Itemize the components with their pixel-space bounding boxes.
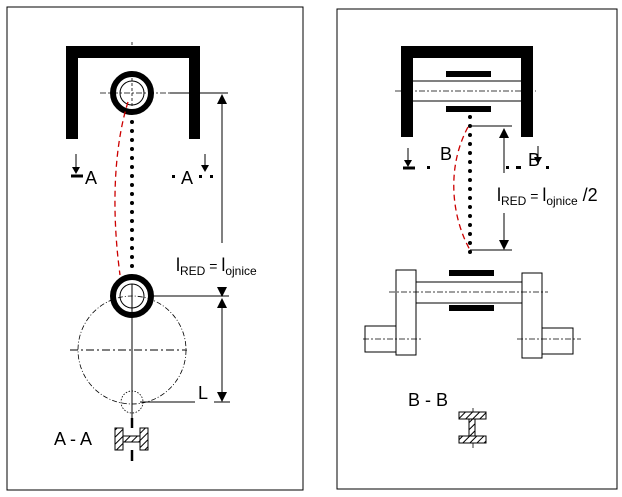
right-frame xyxy=(336,8,618,490)
big-end-shell-bottom xyxy=(449,305,494,311)
piston-left xyxy=(66,46,200,139)
section-marker-a-right: A xyxy=(172,154,213,188)
big-end-shell-top xyxy=(449,270,494,276)
section-label-a-right: A xyxy=(181,168,193,188)
crank-pin-journal xyxy=(415,281,523,304)
formula-left: lRED = lojnice xyxy=(176,255,257,278)
h-section-a-a xyxy=(114,418,149,461)
bearing-shell-top xyxy=(446,71,491,77)
i-section-b-b xyxy=(458,408,487,448)
section-label-b-right: B xyxy=(528,150,540,170)
left-frame xyxy=(6,6,304,491)
section-title-a-a: A - A xyxy=(54,429,92,449)
crankshaft xyxy=(363,269,581,359)
section-title-b-b: B - B xyxy=(408,390,448,410)
deflection-curve-left xyxy=(114,101,129,276)
section-marker-a-left: A xyxy=(71,154,97,188)
section-label-a-left: A xyxy=(85,168,97,188)
section-label-b-left: B xyxy=(440,144,452,164)
section-marker-b-right: B xyxy=(506,146,549,170)
deflection-curve-right xyxy=(453,126,471,251)
dimension-label-l: L xyxy=(198,383,208,403)
section-marker-b-left: B xyxy=(403,144,452,170)
main-journal-right xyxy=(541,327,574,355)
crank-web-left xyxy=(395,269,417,356)
bearing-shell-bottom xyxy=(446,106,491,112)
piston-right xyxy=(401,46,533,137)
formula-right: lRED = lojnice /2 xyxy=(497,185,598,208)
crank-web-right xyxy=(521,272,543,359)
